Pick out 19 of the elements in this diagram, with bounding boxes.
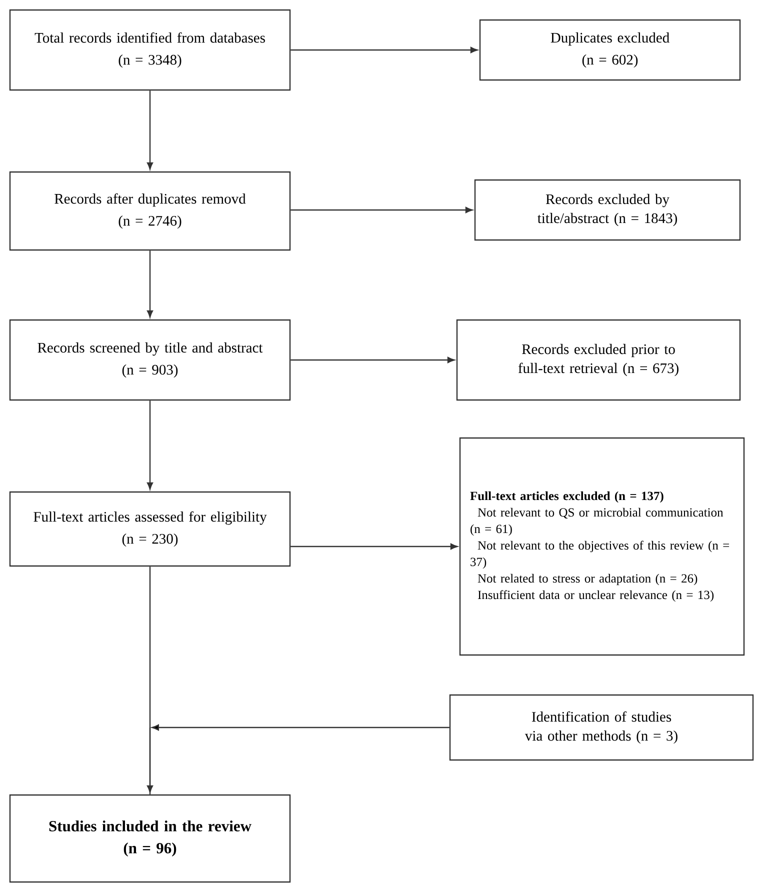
process-box: Identification of studies via other methods (n = 3) [449,694,754,761]
arrow [146,400,154,490]
process-box: Records screened by title and abstract (n = 903) [9,319,291,401]
process-box: Total records identified from databases (n = 3348) [9,9,291,91]
arrow [146,90,154,170]
exclusion-box: Duplicates excluded (n = 602) [479,19,741,81]
exclusion-box: Full-text articles excluded (n = 137) Not relevant to QS or microbial communication (n = 61) Not relevant to the objectives of this review (n = 37) Not related to stress or adaptation (n = 26) Insufficient data or unclear relevance (n = 13) [459,437,745,656]
arrow [290,356,455,364]
arrow [146,566,154,793]
arrow [146,250,154,318]
arrow [290,206,473,214]
exclusion-box: Records excluded by title/abstract (n = 1843) [474,179,741,241]
arrow [152,724,450,731]
arrow [290,543,458,550]
process-box: Records after duplicates removd (n = 2746) [9,171,291,251]
process-box: Full-text articles assessed for eligibility (n = 230) [9,491,291,567]
process-box: Studies included in the review (n = 96) [9,794,291,883]
exclusion-box: Records excluded prior to full-text retrieval (n = 673) [456,319,741,401]
arrow [290,46,478,54]
